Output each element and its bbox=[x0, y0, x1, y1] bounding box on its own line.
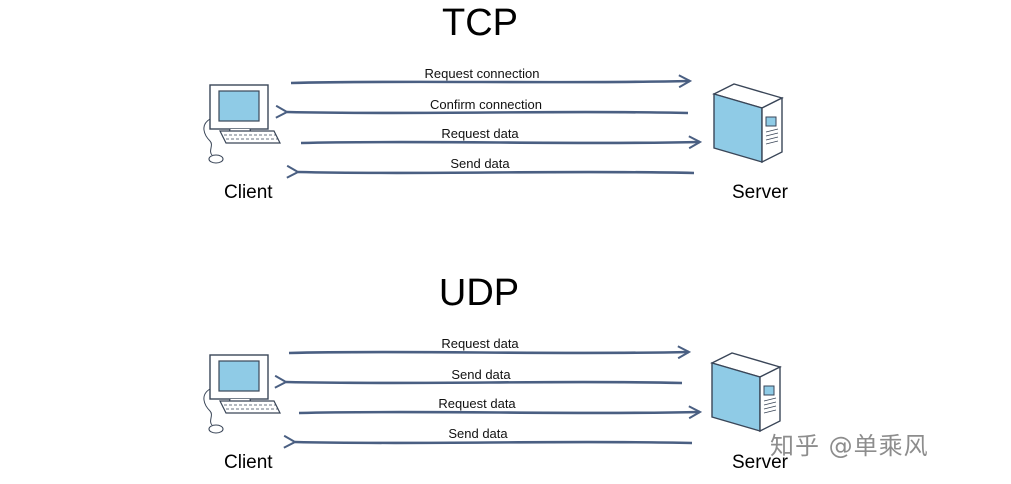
udp-message-label-4: Send data bbox=[448, 426, 508, 441]
udp-arrow-3 bbox=[298, 412, 700, 413]
tcp-message-label-1: Request connection bbox=[424, 66, 540, 81]
udp-title: UDP bbox=[438, 272, 520, 314]
udp-server-icon bbox=[711, 352, 781, 432]
udp-message-label-3: Request data bbox=[438, 396, 516, 411]
udp-client-computer-icon bbox=[203, 354, 281, 434]
tcp-arrow-1 bbox=[290, 81, 690, 83]
udp-client-label: Client bbox=[224, 452, 273, 473]
tcp-message-label-2: Confirm connection bbox=[430, 97, 542, 112]
tcp-client-computer-icon bbox=[203, 84, 281, 164]
tcp-arrow-4 bbox=[298, 172, 695, 173]
udp-server-label: Server bbox=[732, 452, 788, 473]
tcp-client-label: Client bbox=[224, 182, 273, 203]
udp-message-label-2: Send data bbox=[451, 367, 511, 382]
tcp-arrow-3 bbox=[300, 142, 700, 143]
udp-arrow-2 bbox=[286, 382, 683, 383]
udp-message-label-1: Request data bbox=[441, 336, 519, 351]
tcp-message-label-3: Request data bbox=[441, 126, 519, 141]
udp-arrow-1 bbox=[288, 352, 689, 353]
watermark: 知乎 @单乘风 bbox=[770, 432, 929, 460]
tcp-message-label-4: Send data bbox=[450, 156, 510, 171]
udp-arrow-4 bbox=[295, 442, 693, 443]
tcp-arrow-2 bbox=[287, 112, 689, 113]
tcp-server-icon bbox=[713, 83, 783, 163]
tcp-server-label: Server bbox=[732, 182, 788, 203]
tcp-title: TCP bbox=[442, 2, 518, 44]
